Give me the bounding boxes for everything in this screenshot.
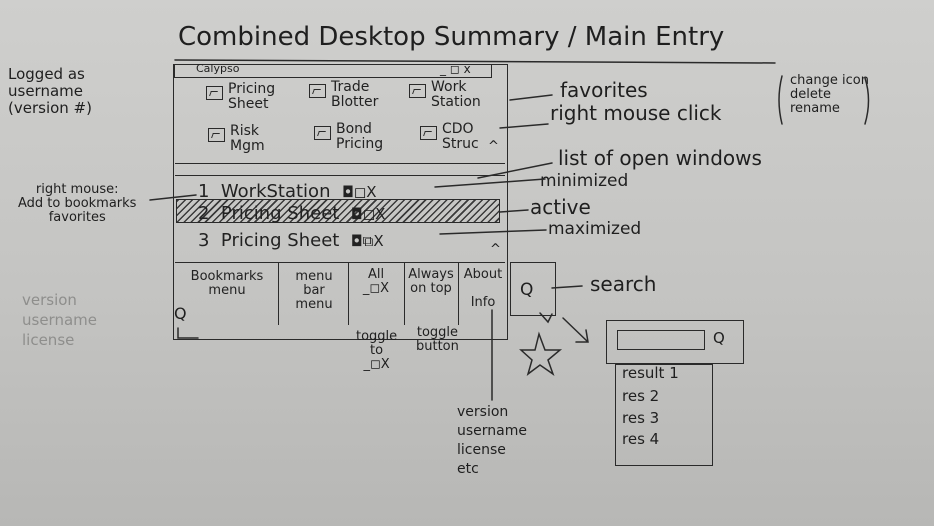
search-results-list [615,364,713,466]
faint-version-note: version username license [22,291,97,349]
active-note: active [530,195,591,219]
toggle-to-note: toggle to _◻X [356,329,398,372]
picture-icon [420,126,437,140]
open-window-row-1[interactable]: 1 WorkStation ◘◻X [198,181,377,202]
bookmarks-menu-button[interactable]: Bookmarks menu [190,269,264,298]
logged-as-note: Logged as username (version #) [8,65,92,117]
about-info-button[interactable]: About Info [463,267,503,310]
search-icon[interactable]: Q [713,329,725,347]
picture-icon [206,86,223,100]
window-titlebar [174,64,492,78]
search-icon[interactable]: Q [174,304,187,323]
open-windows-note: list of open windows [558,146,762,170]
picture-icon [309,84,326,98]
picture-icon [314,126,331,140]
all-windows-toggle[interactable]: All _◻X [362,267,390,296]
window-controls[interactable]: _ ◻ x [440,62,471,76]
search-popup-input[interactable] [617,330,705,350]
maximized-note: maximized [548,219,642,239]
search-icon: Q [520,280,534,300]
version-info-note: version username license etc [457,404,527,477]
result-item[interactable]: res 3 [622,409,660,427]
picture-icon [208,128,225,142]
right-mouse-note: right mouse: Add to bookmarks favorites [18,182,137,225]
windows-divider [175,175,505,176]
context-menu-note: change icon delete rename [790,73,869,116]
toolbar-sep [348,263,349,325]
page-title: Combined Desktop Summary / Main Entry [178,22,725,52]
window-title: Calypso [196,62,240,75]
result-item[interactable]: res 2 [622,387,660,405]
active-row-hatch [176,199,500,223]
open-window-row-2[interactable]: 2 Pricing Sheet ◘◻X [198,203,386,224]
toolbar-sep [278,263,279,325]
result-item[interactable]: res 4 [622,430,660,448]
favorites-note: favorites [560,78,648,102]
toolbar-sep [458,263,459,325]
result-item[interactable]: result 1 [622,364,679,382]
toggle-button-note: toggle button [416,325,459,354]
favorites-divider [175,163,505,164]
open-window-row-3[interactable]: 3 Pricing Sheet ◘⧉X [198,230,384,251]
collapse-chevron-icon[interactable]: ^ [488,139,499,154]
minimized-note: minimized [540,171,629,191]
search-button[interactable] [510,262,556,316]
menu-bar-menu-button[interactable]: menu bar menu [295,269,333,312]
search-note: search [590,272,657,296]
toolbar-divider [175,262,505,263]
picture-icon [409,84,426,98]
always-on-top-toggle[interactable]: Always on top [408,267,454,296]
right-mouse-click-note: right mouse click [550,101,722,125]
list-chevron-icon[interactable]: ^ [490,242,501,257]
toolbar-sep [404,263,405,325]
search-popup-frame [606,320,744,364]
